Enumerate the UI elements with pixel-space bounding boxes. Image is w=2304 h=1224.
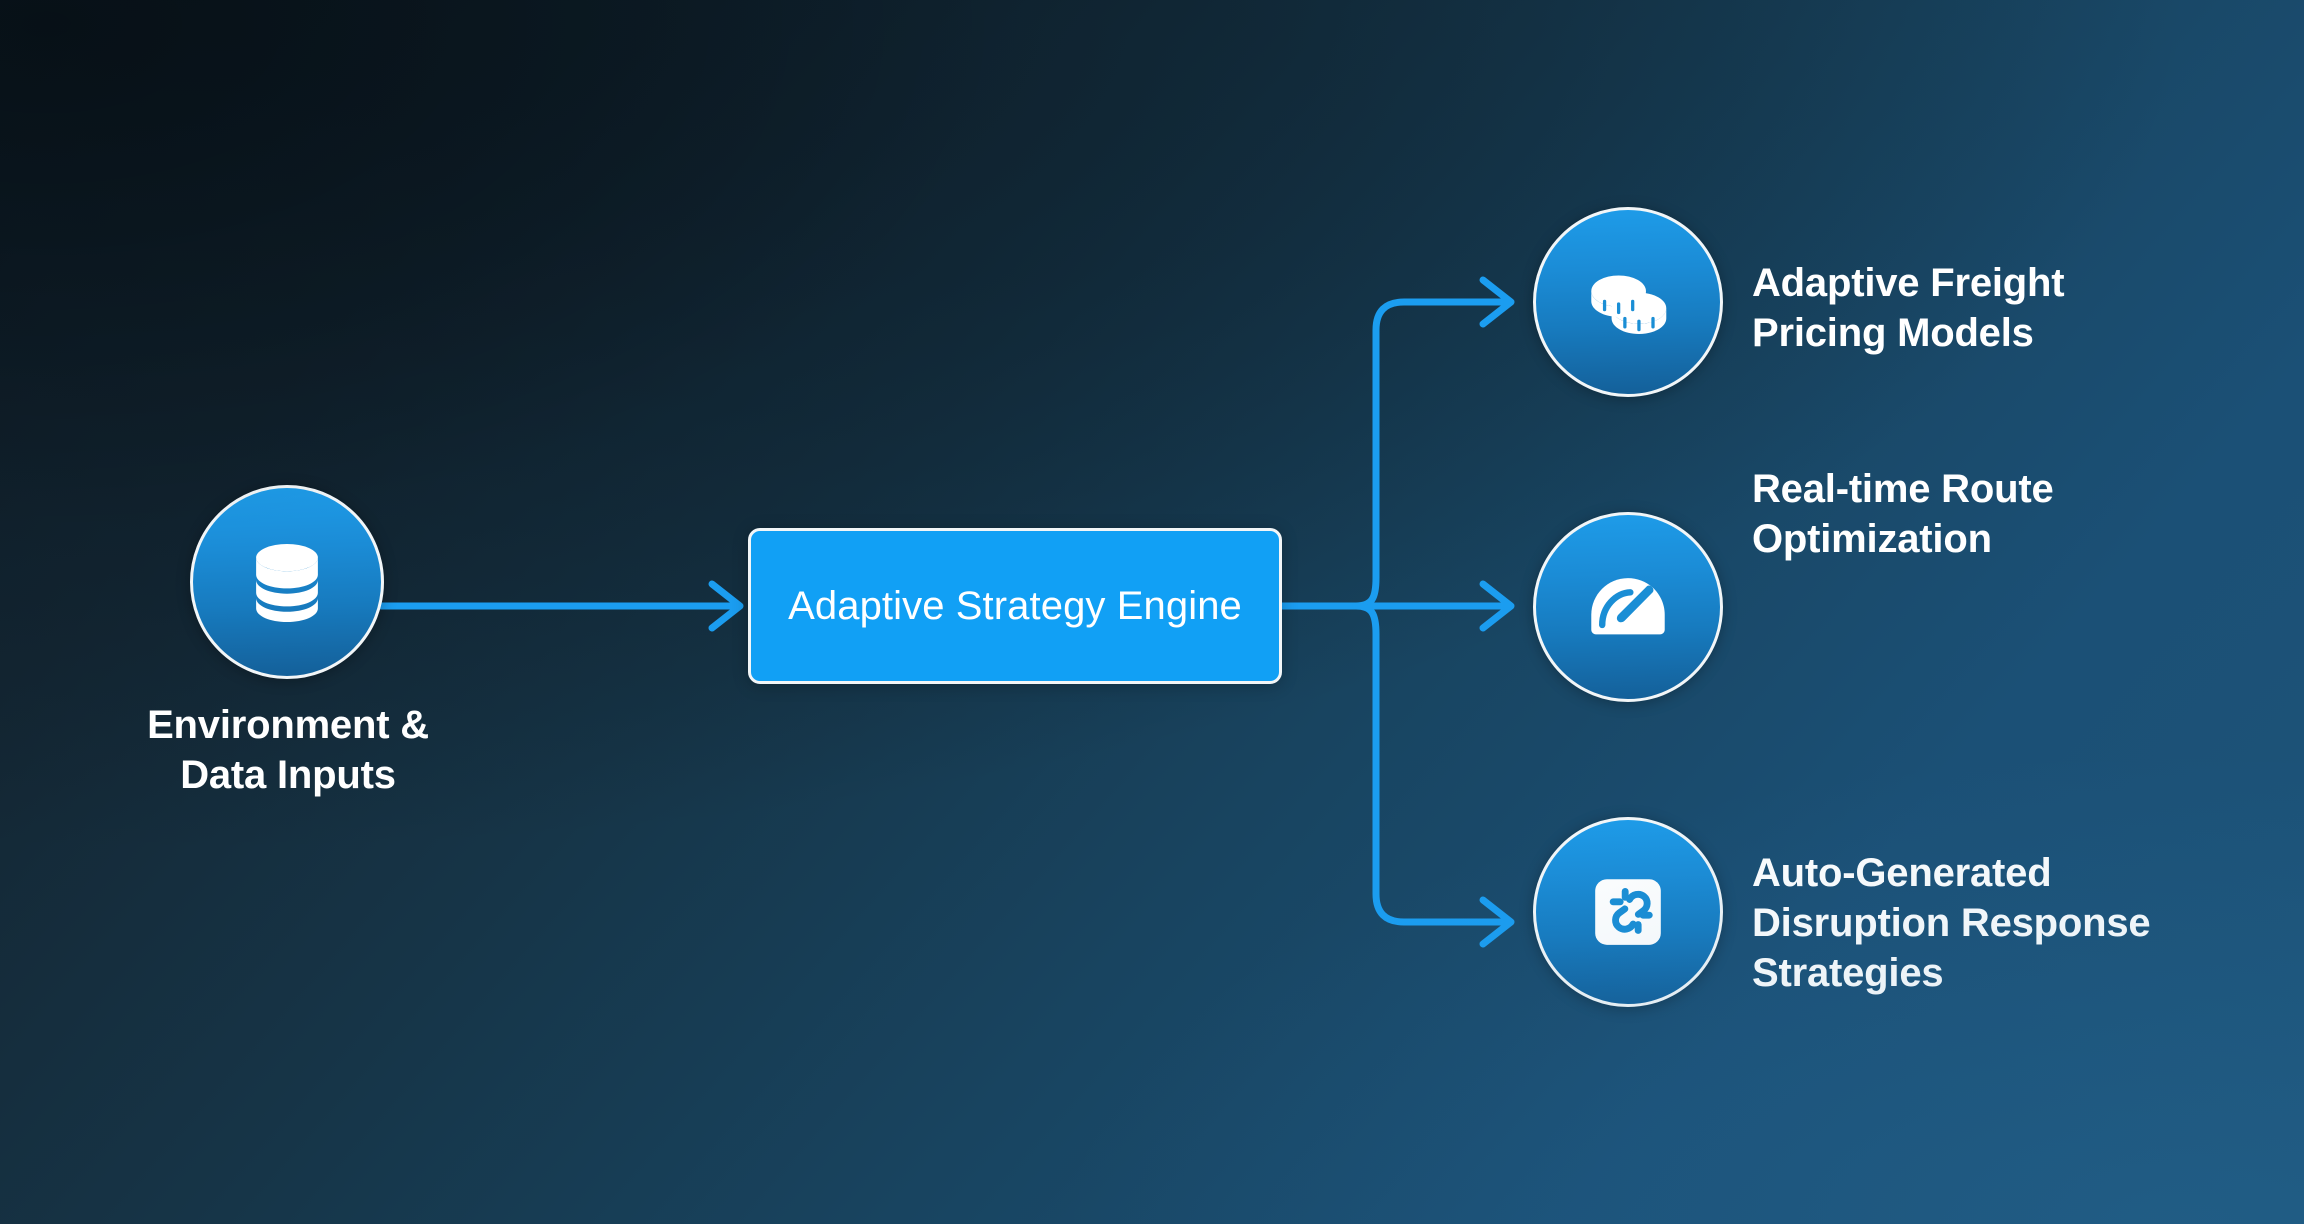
connector-process-to-output-3	[1352, 602, 1510, 926]
source-node-label: Environment & Data Inputs	[147, 703, 429, 797]
source-node-database[interactable]	[190, 485, 384, 679]
disruption-broken-link-icon	[1578, 862, 1678, 962]
process-node-label: Adaptive Strategy Engine	[788, 583, 1242, 628]
stacked-coins-icon	[1578, 252, 1678, 352]
process-node-adaptive-strategy-engine[interactable]: Adaptive Strategy Engine	[748, 528, 1282, 684]
arrowhead-output-2	[1479, 580, 1515, 632]
arrowhead-source-to-process	[708, 580, 744, 632]
speedometer-gauge-icon	[1578, 557, 1678, 657]
output-node-adaptive-freight-pricing[interactable]	[1533, 207, 1723, 397]
connector-process-to-output-1	[1352, 298, 1510, 610]
output-node-auto-generated-disruption-response[interactable]	[1533, 817, 1723, 1007]
arrowhead-output-3	[1479, 896, 1515, 948]
database-icon	[235, 530, 339, 634]
output-node-label-1: Adaptive Freight Pricing Models	[1752, 261, 2065, 355]
arrowhead-output-1	[1479, 276, 1515, 328]
output-node-realtime-route-optimization[interactable]	[1533, 512, 1723, 702]
output-node-label-2: Real-time Route Optimization	[1752, 467, 2054, 561]
output-node-label-3: Auto-Generated Disruption Response Strat…	[1752, 851, 2151, 995]
